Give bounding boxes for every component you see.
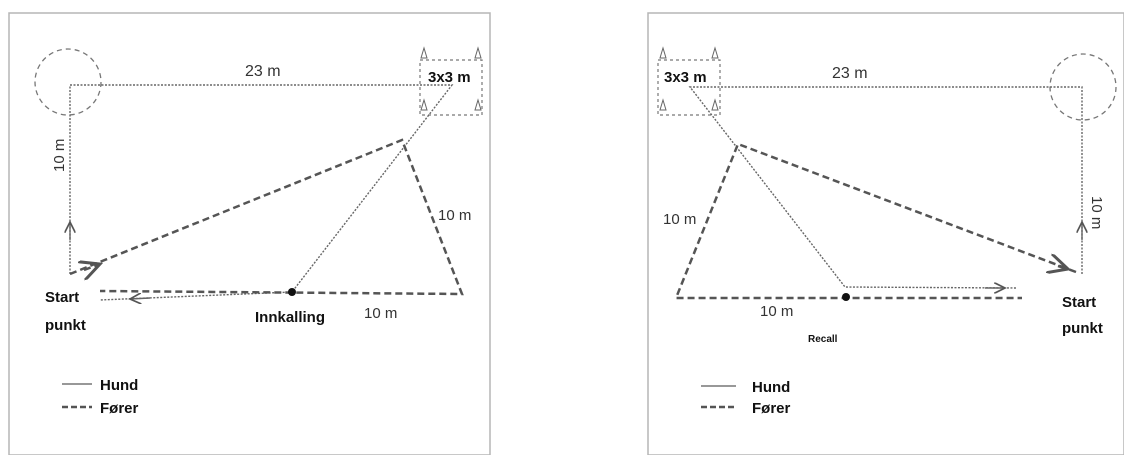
left-start-circle [34,48,102,116]
right-panel-frame [647,12,1124,455]
left-right-distance: 10 m [438,207,471,224]
right-recall-point [842,293,850,301]
left-handler-path [69,138,464,296]
left-box-label: 3x3 m [428,69,471,86]
right-start-label-line1: Start [1062,294,1096,311]
left-start-label-line1: Start [45,289,79,306]
right-left-distance: 10 m [663,211,696,228]
right-right-distance: 10 m [1088,196,1105,229]
left-panel-frame [8,12,491,455]
right-dog-path [688,86,1082,288]
left-recall-point [288,288,296,296]
left-legend: Hund Fører [62,377,139,417]
right-panel: 23 m 10 m 10 m 10 m 3x3 m Start punkt Re… [647,12,1124,455]
left-top-distance: 23 m [245,63,281,80]
right-legend: Hund Fører [701,379,791,417]
left-legend-solid-label: Hund [100,377,138,394]
left-bottom-distance: 10 m [364,305,397,322]
left-box-3x3 [419,59,483,116]
left-start-label-line2: punkt [45,317,86,334]
right-top-distance: 23 m [832,65,868,82]
left-recall-label: Innkalling [255,309,325,326]
right-legend-solid-label: Hund [752,379,790,396]
right-box-3x3 [657,59,721,116]
right-bottom-distance: 10 m [760,303,793,320]
left-legend-dashed-label: Fører [100,400,139,417]
left-left-distance: 10 m [51,139,68,172]
right-box-label: 3x3 m [664,69,707,86]
left-panel: 23 m 10 m 10 m 10 m 3x3 m Start punkt In… [8,12,491,455]
right-recall-label: Recall [808,334,838,345]
right-start-circle [1049,53,1117,121]
right-handler-path [674,142,1077,300]
right-legend-dashed-label: Fører [752,400,791,417]
right-start-label-line2: punkt [1062,320,1103,337]
left-dog-path [70,84,454,300]
